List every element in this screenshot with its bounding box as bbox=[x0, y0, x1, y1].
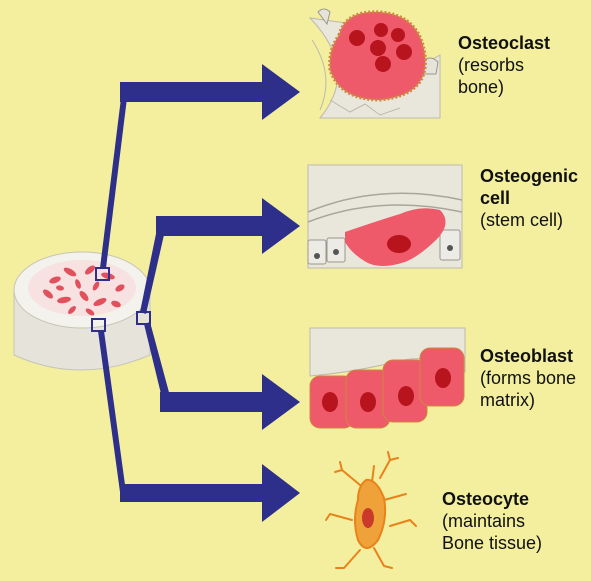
osteoblast-desc-line1: (forms bone bbox=[480, 368, 577, 388]
arrows bbox=[98, 64, 300, 522]
osteoclast-desc-line2: bone) bbox=[458, 77, 505, 97]
osteocyte-name: Osteocyte bbox=[442, 489, 530, 509]
osteocyte-label: Osteocyte (maintains Bone tissue) bbox=[442, 488, 542, 554]
osteoblast-illustration bbox=[309, 327, 466, 429]
osteocyte-desc-line1: (maintains bbox=[442, 511, 526, 531]
osteocyte-desc-line2: Bone tissue) bbox=[442, 533, 543, 553]
osteoclast-label: Osteoclast (resorbs bone) bbox=[458, 32, 550, 98]
osteoblast-name: Osteoblast bbox=[480, 346, 574, 366]
arrow-to-osteogenic bbox=[140, 198, 300, 314]
osteogenic-illustration bbox=[307, 164, 463, 269]
osteoblast-desc-line2: matrix) bbox=[480, 390, 535, 410]
osteoblast-label: Osteoblast (forms bone matrix) bbox=[480, 345, 576, 411]
osteogenic-label: Osteogenic cell (stem cell) bbox=[480, 165, 578, 231]
osteoclast-desc-line1: (resorbs bbox=[458, 55, 525, 75]
arrow-to-osteoblast bbox=[144, 322, 300, 430]
osteocyte-illustration bbox=[325, 451, 417, 569]
arrow-to-osteocyte bbox=[98, 331, 300, 522]
osteoclast-name: Osteoclast bbox=[458, 33, 551, 53]
osteoclast-illustration bbox=[308, 8, 441, 119]
osteogenic-desc-line1: (stem cell) bbox=[480, 210, 564, 230]
arrow-to-osteoclast bbox=[100, 64, 300, 268]
osteogenic-name-line1: Osteogenic bbox=[480, 166, 579, 186]
bone-cross-section bbox=[13, 251, 151, 371]
osteogenic-name-line2: cell bbox=[480, 188, 511, 208]
